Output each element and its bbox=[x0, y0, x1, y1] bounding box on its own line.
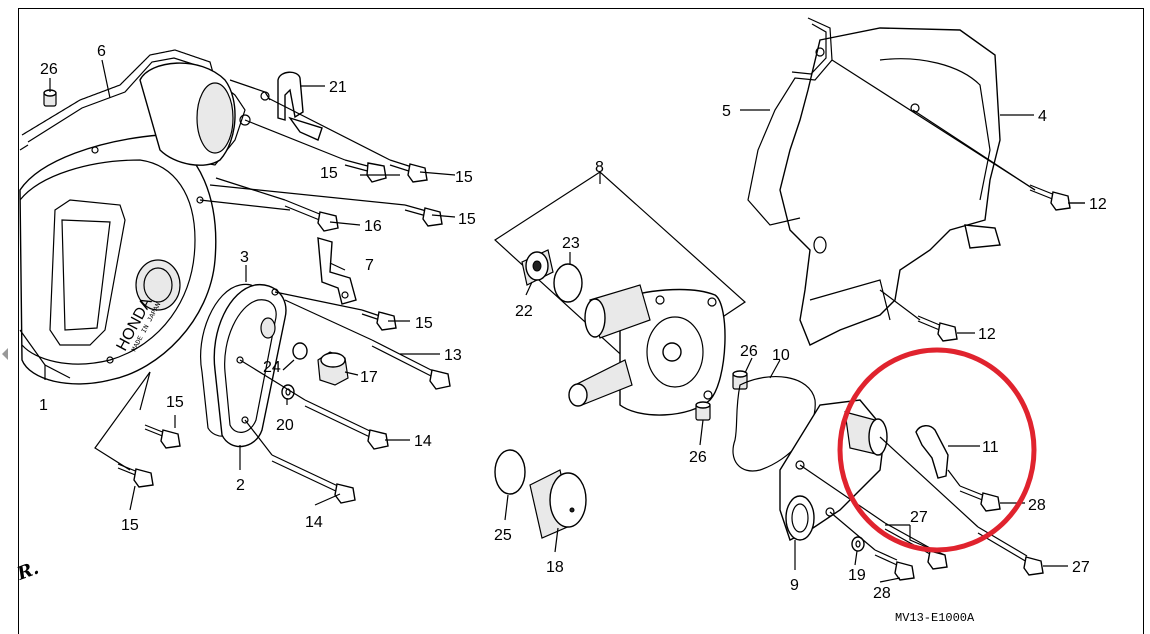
bolt-15e[interactable] bbox=[144, 424, 181, 449]
bolt-15a[interactable] bbox=[344, 159, 387, 183]
part-label-26: 26 bbox=[689, 449, 707, 466]
gasket-10[interactable] bbox=[732, 376, 816, 472]
part-label-15: 15 bbox=[455, 169, 473, 186]
cover-gasket-5[interactable] bbox=[747, 17, 833, 226]
part-label-15: 15 bbox=[166, 394, 184, 411]
water-pump-8[interactable] bbox=[568, 284, 726, 416]
washer-19[interactable] bbox=[851, 536, 865, 552]
plug-17[interactable] bbox=[317, 351, 349, 386]
part-label-19: 19 bbox=[848, 567, 866, 584]
seal-22[interactable] bbox=[521, 249, 554, 286]
bolt-14a[interactable] bbox=[304, 399, 389, 450]
part-label-14: 14 bbox=[305, 514, 323, 531]
diagram-code: MV13-E1000A bbox=[895, 611, 975, 625]
dowel-pin-26-mid-top[interactable] bbox=[732, 370, 748, 390]
part-label-4: 4 bbox=[1038, 108, 1047, 125]
part-label-10: 10 bbox=[772, 347, 790, 364]
part-label-12: 12 bbox=[1089, 196, 1107, 213]
part-label-27: 27 bbox=[910, 509, 928, 526]
part-label-15: 15 bbox=[121, 517, 139, 534]
part-label-12: 12 bbox=[978, 326, 996, 343]
part-label-22: 22 bbox=[515, 303, 533, 320]
frame-border-right bbox=[1143, 8, 1144, 634]
pump-cover-9[interactable] bbox=[779, 399, 888, 541]
washer-20[interactable] bbox=[281, 384, 295, 400]
frame-border-left bbox=[18, 8, 19, 634]
cover-gasket[interactable] bbox=[21, 49, 271, 166]
bolt-15b[interactable] bbox=[389, 159, 428, 183]
o-ring-25[interactable] bbox=[494, 449, 526, 495]
bolt-16[interactable] bbox=[284, 199, 339, 232]
part-label-5: 5 bbox=[722, 103, 731, 120]
bolt-13[interactable] bbox=[371, 339, 451, 390]
part-label-18: 18 bbox=[546, 559, 564, 576]
o-ring-24[interactable] bbox=[292, 342, 308, 360]
part-label-8: 8 bbox=[595, 159, 604, 176]
dowel-pin-26-left[interactable] bbox=[43, 89, 57, 107]
part-label-27: 27 bbox=[1072, 559, 1090, 576]
bracket-11[interactable] bbox=[915, 425, 949, 479]
bolt-28a[interactable] bbox=[959, 485, 1001, 512]
part-label-28: 28 bbox=[1028, 497, 1046, 514]
part-label-11: 11 bbox=[982, 439, 999, 456]
bolt-15f[interactable] bbox=[117, 463, 154, 488]
part-label-15: 15 bbox=[415, 315, 433, 332]
left-crankcase-cover[interactable] bbox=[19, 134, 217, 385]
part-label-15: 15 bbox=[320, 165, 338, 182]
part-label-28: 28 bbox=[873, 585, 891, 602]
bolt-12b[interactable] bbox=[917, 315, 958, 342]
bolt-15d[interactable] bbox=[361, 309, 397, 331]
clip-21[interactable] bbox=[277, 71, 323, 141]
part-label-15: 15 bbox=[458, 211, 476, 228]
o-ring-23[interactable] bbox=[553, 263, 583, 303]
handwritten-mark: R. bbox=[14, 558, 42, 585]
part-label-6: 6 bbox=[97, 43, 106, 60]
scroll-left-arrow-icon[interactable] bbox=[2, 348, 8, 360]
frame-border-top bbox=[18, 8, 1143, 9]
part-label-17: 17 bbox=[360, 369, 378, 386]
bolt-15c[interactable] bbox=[404, 204, 443, 227]
dowel-pin-26-mid-bottom[interactable] bbox=[695, 401, 711, 421]
part-label-7: 7 bbox=[365, 257, 374, 274]
leader-lines bbox=[44, 59, 1085, 583]
part-label-26: 26 bbox=[740, 343, 758, 360]
part-label-14: 14 bbox=[414, 433, 432, 450]
part-label-23: 23 bbox=[562, 235, 580, 252]
bolt-12a[interactable] bbox=[1029, 184, 1071, 211]
part-label-25: 25 bbox=[494, 527, 512, 544]
part-label-13: 13 bbox=[444, 347, 462, 364]
bolt-28b[interactable] bbox=[874, 549, 915, 581]
part-label-21: 21 bbox=[329, 79, 347, 96]
sprocket-cover-4[interactable] bbox=[779, 27, 1001, 346]
part-label-26: 26 bbox=[40, 61, 58, 78]
part-label-3: 3 bbox=[240, 249, 249, 266]
part-label-20: 20 bbox=[276, 417, 294, 434]
part-label-16: 16 bbox=[364, 218, 382, 235]
part-label-9: 9 bbox=[790, 577, 799, 594]
bracket-7[interactable] bbox=[317, 237, 357, 305]
cap-18[interactable] bbox=[529, 469, 587, 539]
part-label-2: 2 bbox=[236, 477, 245, 494]
part-label-24: 24 bbox=[263, 359, 281, 376]
part-label-1: 1 bbox=[39, 397, 48, 414]
bolt-14b[interactable] bbox=[271, 454, 356, 504]
highlight-circle bbox=[837, 347, 1037, 553]
